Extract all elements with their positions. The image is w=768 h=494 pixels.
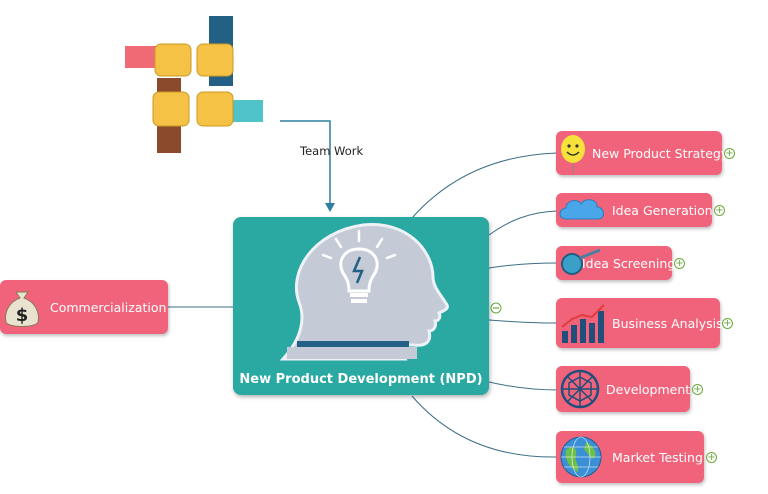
central-topic[interactable]: New Product Development (NPD) xyxy=(233,217,489,395)
connector-business-analysis xyxy=(488,319,558,324)
topic-commercialization[interactable]: $ Commercialization xyxy=(0,280,168,334)
svg-text:$: $ xyxy=(16,305,29,326)
topic-market-testing[interactable]: Market Testing xyxy=(556,431,704,483)
globe-icon xyxy=(560,436,602,478)
topic-label: Business Analysis xyxy=(612,315,723,331)
team-work-label: Team Work xyxy=(300,144,364,158)
topic-label: Idea Screening xyxy=(582,255,676,271)
team-work-arrowhead xyxy=(325,203,335,212)
connector-development xyxy=(488,381,558,391)
expand-icon[interactable]: + xyxy=(674,258,685,269)
topic-idea-screening[interactable]: Idea Screening xyxy=(556,246,676,280)
expand-icon[interactable]: + xyxy=(706,452,717,463)
magnifier-icon xyxy=(561,248,601,275)
topic-label: Market Testing xyxy=(612,449,703,465)
team-work-arrow xyxy=(280,120,331,205)
topic-development[interactable]: Development xyxy=(556,366,690,412)
connector-idea-generation xyxy=(488,210,558,236)
head-lightbulb-icon xyxy=(279,223,449,361)
network-sphere-icon xyxy=(560,369,600,409)
bar-chart-icon xyxy=(561,304,605,343)
cloud-icon xyxy=(559,199,604,220)
expand-icon[interactable]: + xyxy=(692,384,703,395)
expand-icon[interactable]: + xyxy=(722,318,733,329)
connector-idea-screening xyxy=(488,262,558,269)
connector-market-testing xyxy=(411,395,558,458)
topic-business-analysis[interactable]: Business Analysis xyxy=(556,298,723,348)
expand-icon[interactable]: + xyxy=(714,205,725,216)
money-bag-icon: $ xyxy=(5,291,39,327)
topic-new-product-strategy[interactable]: New Product Strategy xyxy=(556,131,728,175)
expand-icon[interactable]: + xyxy=(724,148,735,159)
topic-label: Idea Generation xyxy=(612,202,713,218)
central-topic-title: New Product Development (NPD) xyxy=(239,372,483,387)
smiley-balloon-icon xyxy=(561,135,585,173)
connector-new-product-strategy xyxy=(411,152,558,219)
team-hands-illustration xyxy=(125,16,263,153)
topic-label: Commercialization xyxy=(50,299,167,315)
topic-label: Development xyxy=(606,381,691,397)
topic-idea-generation[interactable]: Idea Generation xyxy=(556,193,713,227)
topic-label: New Product Strategy xyxy=(592,145,729,161)
